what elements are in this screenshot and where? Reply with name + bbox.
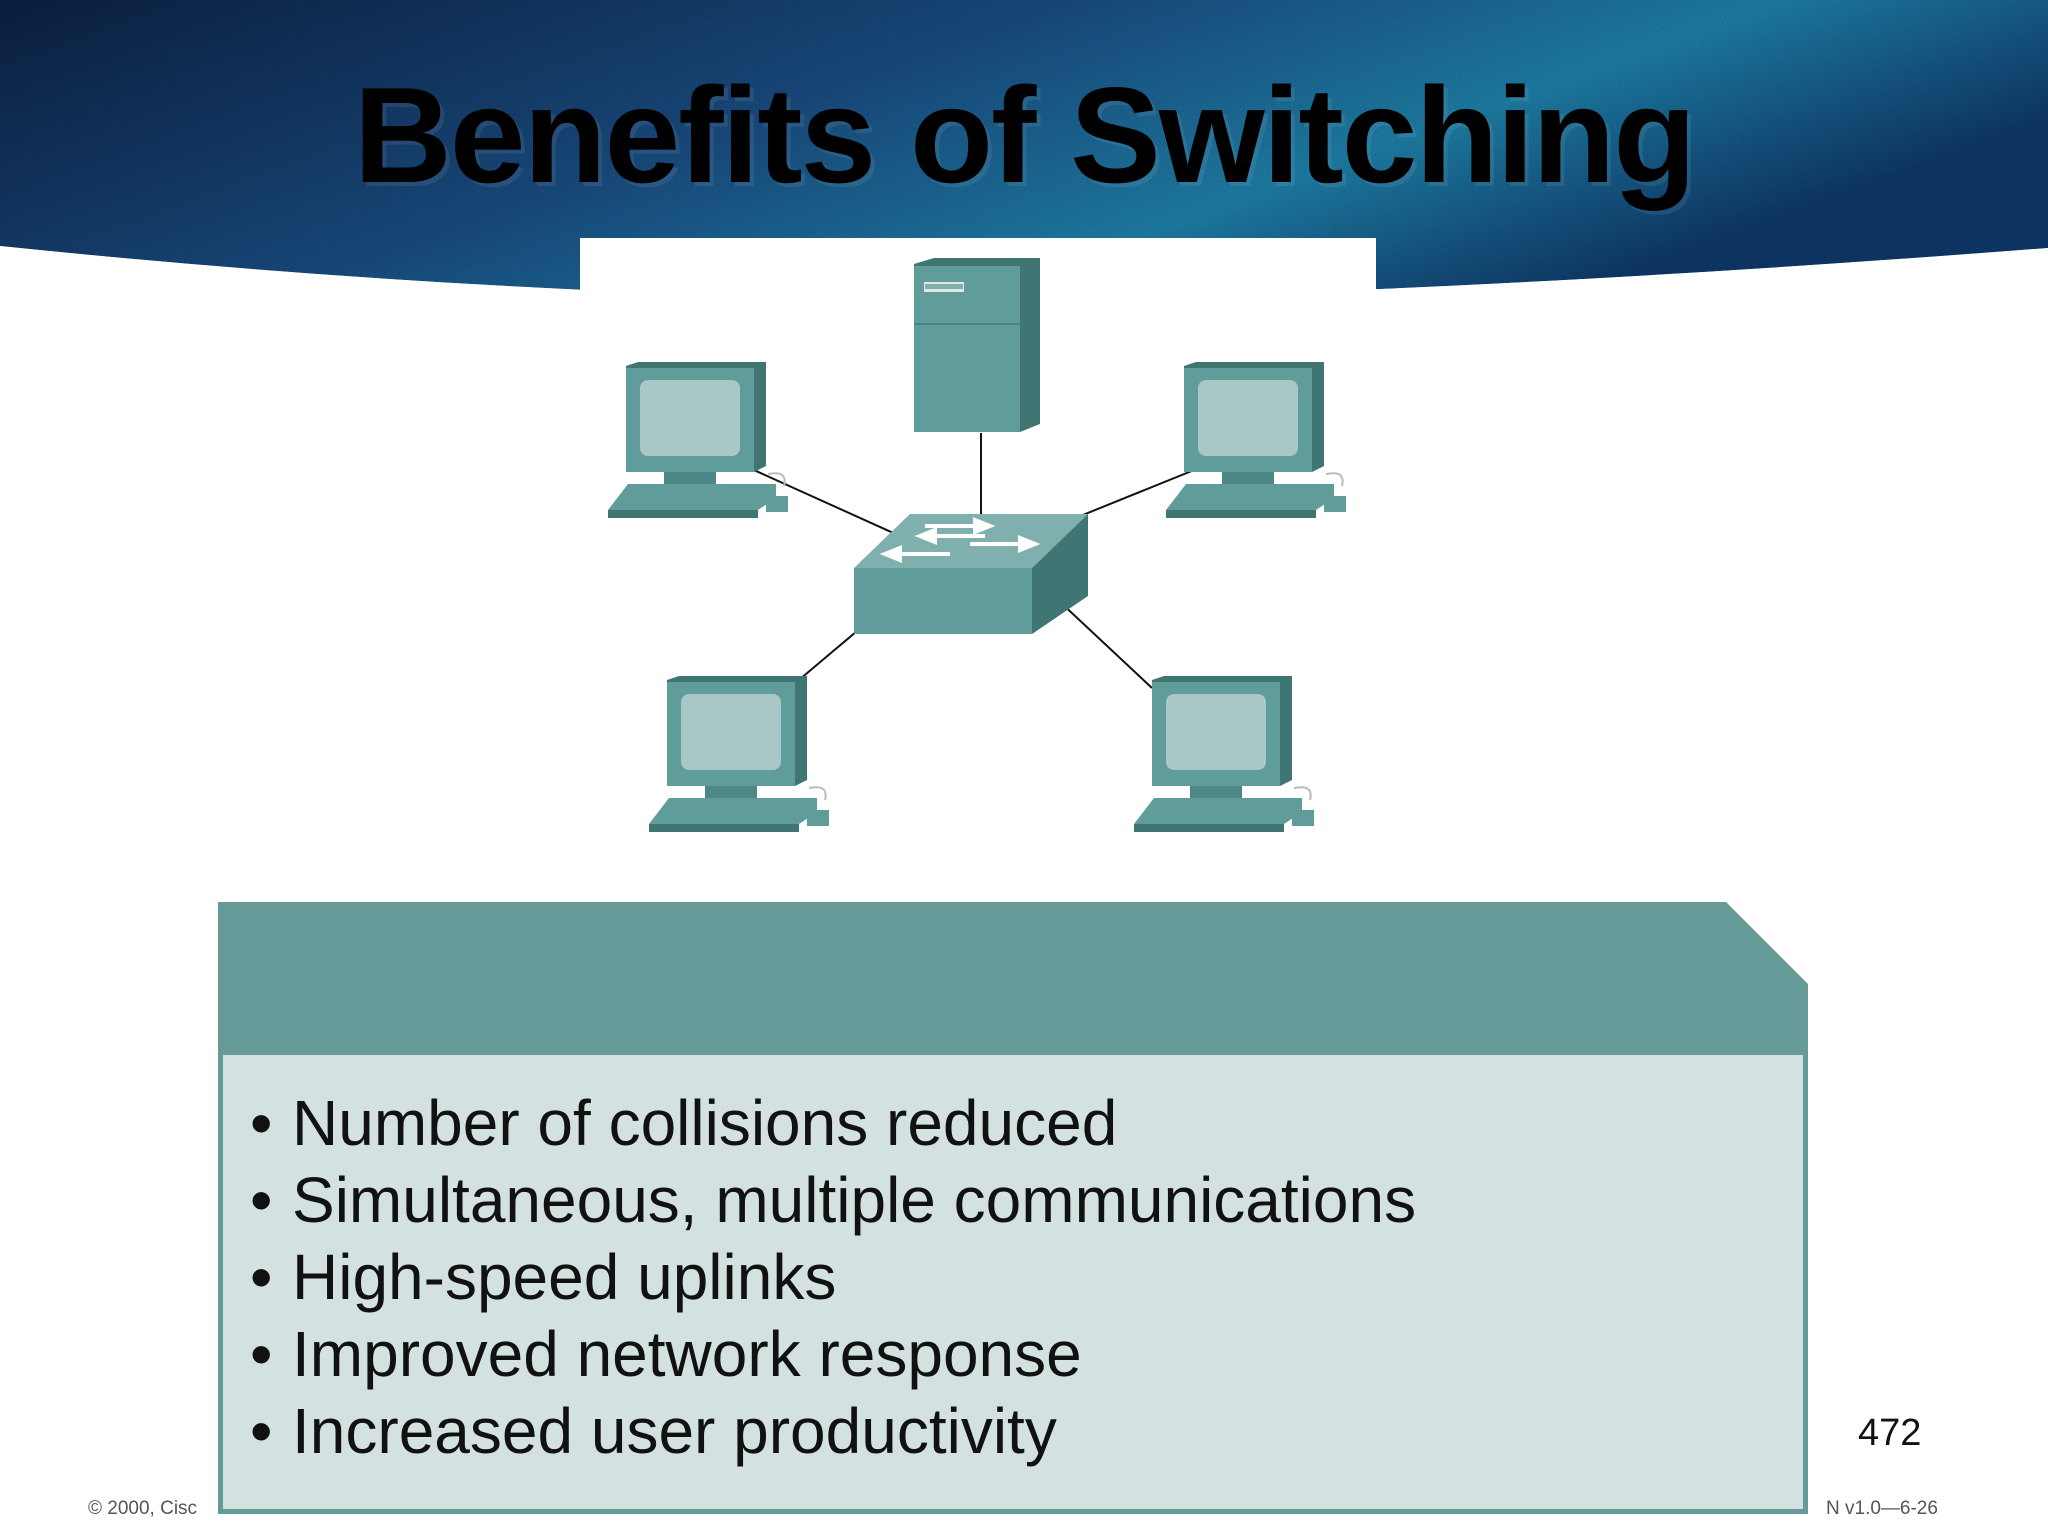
link-top-right bbox=[1067, 465, 1205, 522]
page-number: 472 bbox=[1858, 1412, 1922, 1454]
course-code-footer: N v1.0—6-26 bbox=[1826, 1498, 1938, 1519]
benefit-item: •Improved network response bbox=[250, 1318, 1082, 1390]
slide-title: Benefits of Switching bbox=[353, 59, 1697, 211]
benefit-item: •Number of collisions reduced bbox=[250, 1087, 1118, 1159]
workstation-bottom-left-icon bbox=[648, 675, 830, 833]
benefit-item: •Increased user productivity bbox=[250, 1395, 1057, 1467]
benefits-list: •Number of collisions reduced •Simultane… bbox=[250, 1085, 1750, 1470]
benefits-box-shape bbox=[218, 902, 1808, 1514]
benefit-item: •High-speed uplinks bbox=[250, 1241, 837, 1313]
workstation-top-left-icon bbox=[607, 361, 789, 519]
workstation-top-right-icon bbox=[1165, 361, 1347, 519]
link-bottom-right bbox=[1057, 599, 1153, 689]
server-icon bbox=[914, 258, 1040, 432]
network-diagram bbox=[580, 238, 1376, 838]
workstation-bottom-right-icon bbox=[1133, 675, 1315, 833]
network-diagram-svg bbox=[607, 258, 1347, 833]
benefits-box bbox=[218, 902, 1808, 1514]
benefit-item: •Simultaneous, multiple communications bbox=[250, 1164, 1417, 1236]
switch-icon bbox=[854, 514, 1088, 634]
copyright-footer: © 2000, Cisc bbox=[88, 1498, 198, 1519]
link-top-left bbox=[744, 465, 901, 537]
